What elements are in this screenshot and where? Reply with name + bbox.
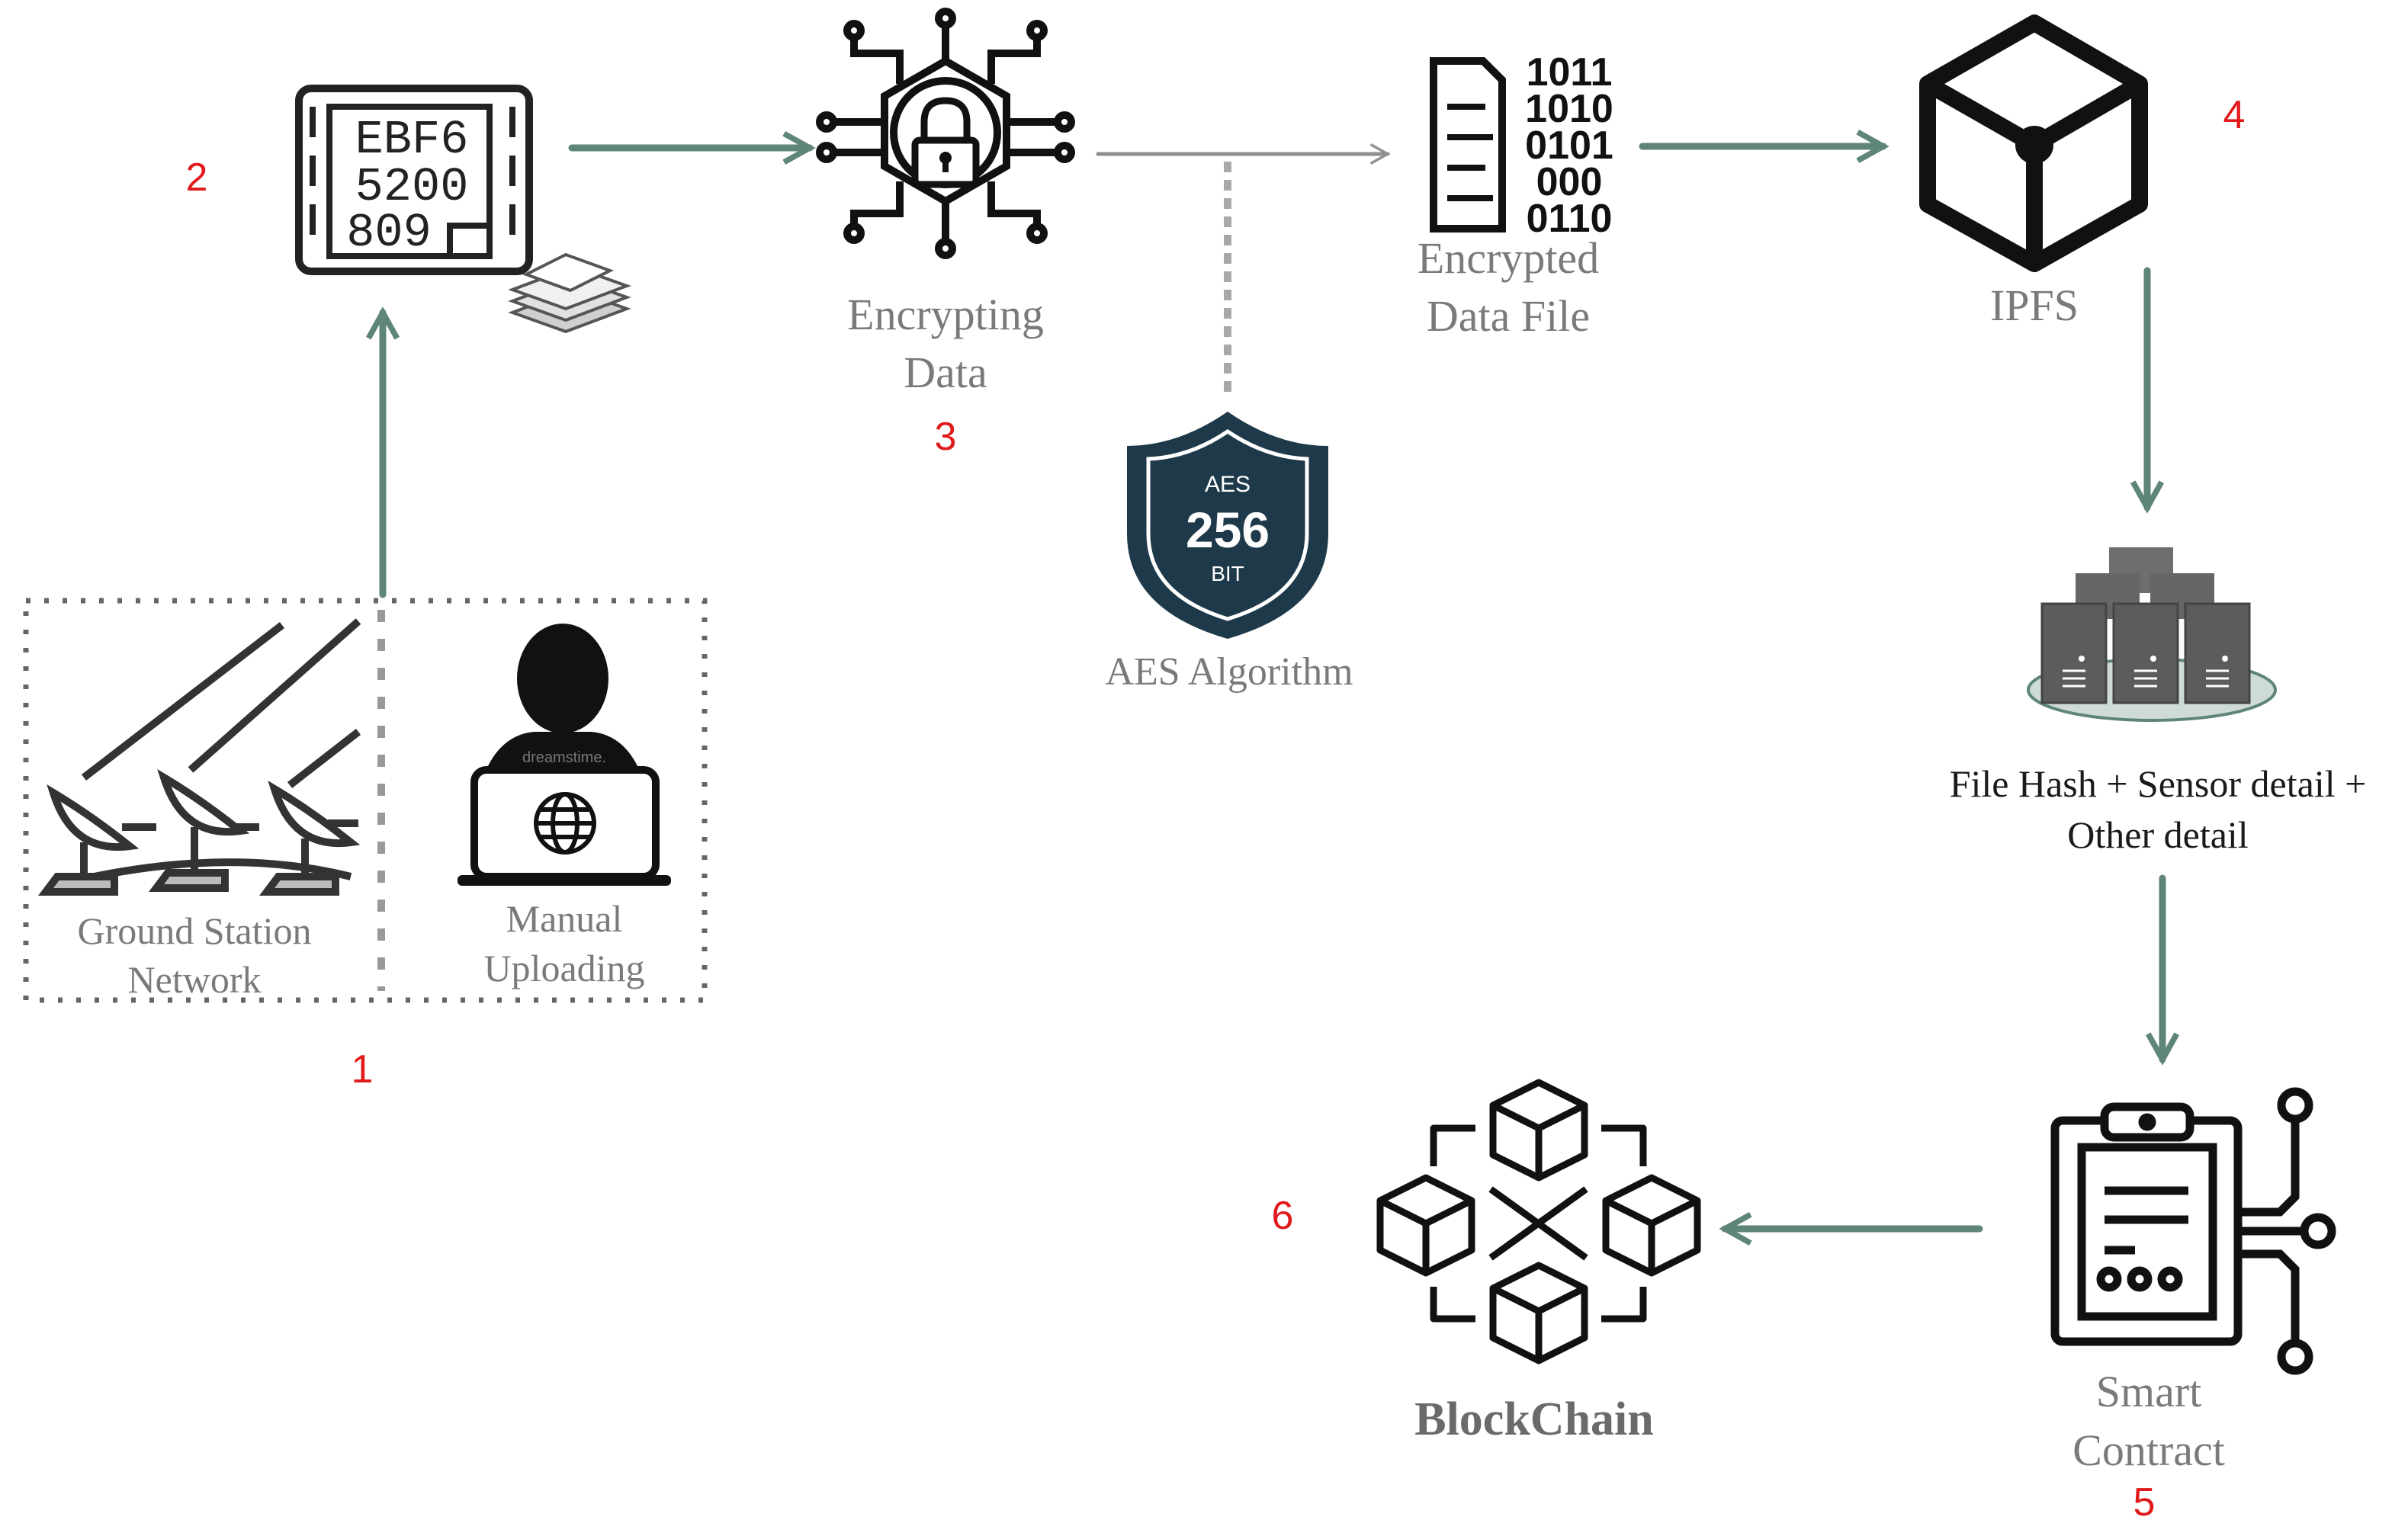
aes-algorithm-label: AES Algorithm — [1105, 650, 1353, 694]
globe-icon — [534, 792, 596, 855]
data-sheet-line2: 5200 — [355, 160, 469, 214]
binary-line-2: 1010 — [1525, 87, 1613, 131]
encrypting-label-line2: Data — [904, 348, 987, 397]
encrypting-label-line1: Encrypting — [847, 290, 1044, 339]
sources-dotted-border — [23, 598, 708, 1003]
data-sheet-icon: EBF6 5200 809 — [295, 85, 533, 275]
data-sources-box: Ground Station Network dreamstime. Manua… — [23, 598, 708, 1003]
aes-badge-bottom: BIT — [1211, 562, 1244, 585]
contract-clipboard-icon — [2050, 1087, 2336, 1375]
step-number-1: 1 — [352, 1047, 374, 1092]
documents-stack-icon — [508, 252, 631, 334]
ground-station-label-line2: Network — [128, 958, 262, 1001]
aes-badge-value: 256 — [1186, 502, 1270, 558]
binary-line-3: 0101 — [1525, 123, 1613, 168]
encrypted-file-label-line2: Data File — [1427, 291, 1590, 341]
step-number-5: 5 — [2133, 1480, 2156, 1525]
encryption-chip-icon — [816, 8, 1075, 259]
details-label-line1: File Hash + Sensor detail + — [1950, 762, 2367, 805]
ipfs-label: IPFS — [1990, 281, 2079, 330]
ground-station-label-line1: Ground Station — [78, 909, 312, 952]
manual-uploading-label-line2: Uploading — [483, 947, 644, 989]
manual-uploading-label-line1: Manual — [506, 897, 623, 940]
binary-line-1: 1011 — [1527, 50, 1613, 95]
smart-contract-label-line2: Contract — [2072, 1425, 2225, 1475]
encrypted-file-label-line1: Encrypted — [1418, 233, 1599, 283]
aes-badge-top: AES — [1205, 472, 1251, 497]
blockchain-network-icon — [1376, 1079, 1701, 1364]
step-number-6: 6 — [1272, 1194, 1294, 1238]
server-cluster-icon — [2027, 547, 2277, 722]
step-number-4: 4 — [2223, 93, 2246, 137]
user-laptop-icon: dreamstime. — [458, 624, 671, 886]
binary-line-4: 000 — [1536, 160, 1603, 204]
binary-line-5: 0110 — [1527, 197, 1613, 241]
shield-badge-icon: AES 256 BIT — [1127, 412, 1328, 639]
padlock-icon — [911, 97, 980, 188]
smart-contract-label-line1: Smart — [2096, 1367, 2202, 1416]
step-number-3: 3 — [935, 415, 957, 459]
blockchain-label: BlockChain — [1414, 1393, 1654, 1445]
data-sheet-line1: EBF6 — [355, 113, 469, 167]
data-sheet-line3: 809 — [346, 206, 432, 260]
stock-watermark: dreamstime. — [522, 749, 606, 766]
step-number-2: 2 — [186, 156, 208, 200]
binary-file-icon: 1011 1010 0101 000 0110 — [1430, 50, 1613, 241]
flow-arrows — [383, 146, 2162, 1229]
satellite-dish-icon — [38, 618, 361, 896]
cube-icon — [1919, 14, 2148, 272]
details-label-line2: Other detail — [2067, 813, 2248, 856]
